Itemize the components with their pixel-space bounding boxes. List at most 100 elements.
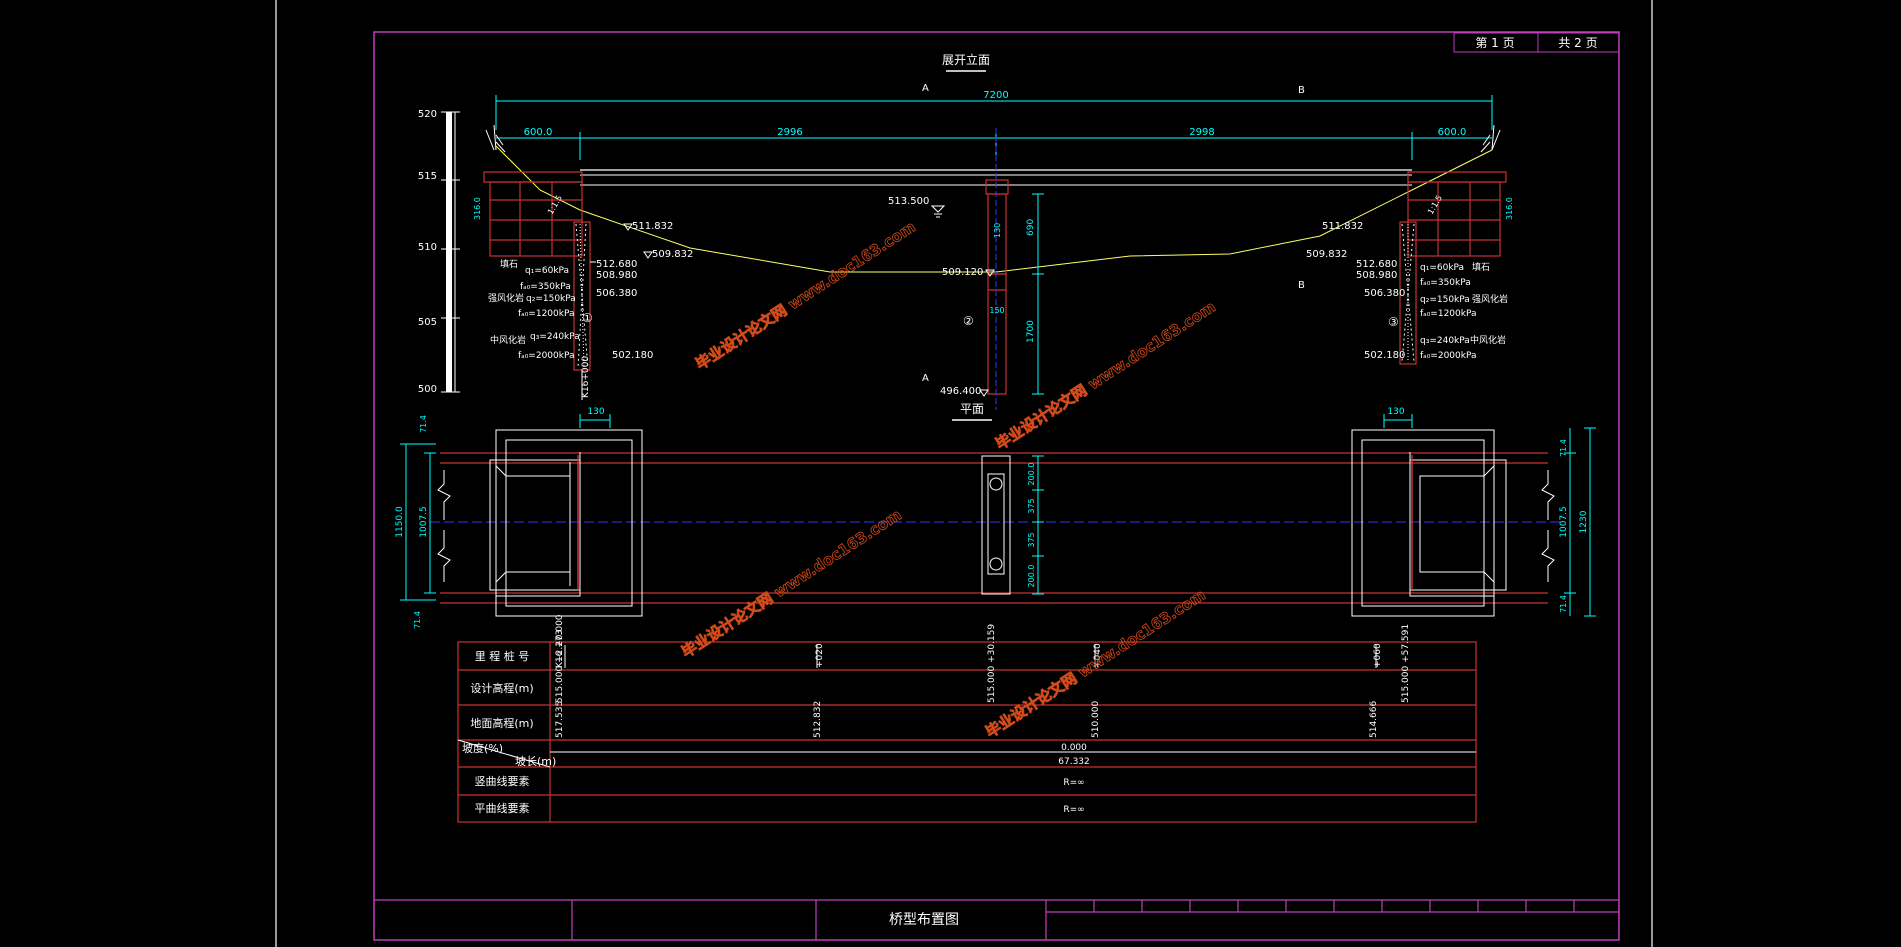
- soil-right-6: fₐ₀=2000kPa: [1420, 351, 1477, 361]
- ground-0: 517.535: [555, 701, 565, 738]
- drawing-border: [373, 31, 1620, 941]
- soil-left-8: q₃=240kPa: [530, 332, 580, 342]
- table-ground: 517.535 512.832 510.000 514.666: [555, 701, 1379, 738]
- dim-abut-h-left: 316.0: [473, 197, 482, 220]
- title-block: [374, 899, 1619, 940]
- plan-edge-left-top: 71.4: [419, 415, 428, 433]
- dim-pile-h: 1700: [1026, 320, 1036, 343]
- overall-dimension: [495, 95, 1493, 160]
- slope-right: 1:1.5: [1426, 194, 1444, 216]
- dim-pile-w: 150: [989, 306, 1004, 315]
- soil-left-3: fₐ₀=350kPa: [520, 282, 571, 292]
- page-total: 共 2 页: [1558, 36, 1597, 50]
- left-elev-e: 506.380: [596, 288, 637, 299]
- water-level: 513.500: [888, 196, 929, 207]
- right-elev-d: 508.980: [1356, 270, 1397, 281]
- right-elevations: 511.832 509.832 512.680 508.980 506.380 …: [1306, 221, 1405, 361]
- left-elev-d: 508.980: [596, 270, 637, 281]
- pier-plan-d: 200.0: [1027, 565, 1036, 588]
- marker-1: ①: [582, 311, 593, 325]
- soil-left-2: q₁=60kPa: [525, 266, 569, 276]
- table-inner-lines: [457, 645, 1476, 768]
- plan-left-dims: [400, 414, 1413, 601]
- left-pile-hatch: [575, 223, 589, 369]
- pier-dimensions: [1032, 193, 1044, 395]
- drawing-title: 桥型布置图: [889, 912, 959, 928]
- plan-right-abutment: [1351, 429, 1507, 617]
- plan-total-right: 1230: [1579, 510, 1589, 533]
- elevation-scale: 520 515 510 505 500: [418, 109, 460, 395]
- dim-span1: 2996: [777, 127, 802, 138]
- soil-right-2: fₐ₀=350kPa: [1420, 278, 1471, 288]
- left-elev-b: 509.832: [652, 249, 693, 260]
- right-elev-c: 512.680: [1356, 259, 1397, 270]
- design-2: 515.000 +57.591: [1401, 624, 1411, 703]
- design-1: 515.000 +30.159: [987, 624, 997, 703]
- dim-left-abut: 600.0: [524, 127, 553, 138]
- row-label-ground: 地面高程(m): [470, 716, 533, 730]
- right-elev-top: 511.832: [1322, 221, 1363, 232]
- plan-break-lines: [437, 470, 1555, 582]
- dim-abut-h-right: 316.0: [1505, 197, 1514, 220]
- plan-title: 平面: [960, 402, 984, 416]
- right-elev-b: 509.832: [1306, 249, 1347, 260]
- right-pile-hatch: [1401, 223, 1415, 363]
- right-embankment: [1480, 124, 1501, 153]
- right-elev-e: 506.380: [1364, 288, 1405, 299]
- soil-left-5: q₂=150kPa: [526, 294, 576, 304]
- dim-right-abut: 600.0: [1438, 127, 1467, 138]
- slope-left: 1:1.5: [546, 194, 564, 216]
- left-elev-top: 511.832: [632, 221, 673, 232]
- scale-tick-500: 500: [418, 384, 437, 395]
- soil-left-9: fₐ₀=2000kPa: [518, 351, 575, 361]
- plan-w-right: 130: [1387, 407, 1404, 417]
- marker-2: ②: [963, 314, 974, 328]
- pile-end-elev: 496.400: [940, 386, 981, 397]
- section-a-bottom: A: [922, 373, 929, 384]
- dim-pier-top: 130: [993, 223, 1002, 238]
- table-row-labels: 里 程 桩 号 设计高程(m) 地面高程(m) 坡度(%) 坡长(m) 竖曲线要…: [462, 649, 556, 815]
- right-elev-f: 502.180: [1364, 350, 1405, 361]
- left-abutment: [483, 171, 591, 371]
- plan-edge-right-top: 71.4: [1559, 439, 1568, 457]
- watermark-3: 毕业设计论文网 www.doc163.com: [678, 506, 904, 662]
- plan-total-left: 1150.0: [395, 506, 405, 538]
- soil-right-1b: 填石: [1472, 261, 1490, 273]
- left-elev-c: 512.680: [596, 259, 637, 270]
- row-label-slope: 坡度(%): [462, 741, 503, 755]
- scale-tick-510: 510: [418, 242, 437, 253]
- plan-left-abutment: [489, 429, 643, 617]
- soil-left-4: 强风化岩: [488, 292, 524, 304]
- center-pier: [985, 179, 1009, 395]
- soil-left-7: 中风化岩: [490, 334, 526, 346]
- plan-w-left: 130: [587, 407, 604, 417]
- plan-deck: [440, 452, 1548, 604]
- pier-plan-a: 200.0: [1027, 463, 1036, 486]
- elevation-title: 展开立面: [942, 52, 990, 67]
- table-slope: 0.000: [1061, 743, 1087, 753]
- left-elevations: 511.832 509.832 512.680 508.980 506.380 …: [596, 221, 693, 361]
- dim-pier-h: 690: [1026, 219, 1036, 236]
- left-embankment: [485, 124, 506, 153]
- row-label-horizontal: 平曲线要素: [475, 801, 530, 815]
- soil-right-1: q₁=60kPa: [1420, 263, 1464, 273]
- station-40: +040: [1093, 643, 1103, 668]
- soil-right-4: fₐ₀=1200kPa: [1420, 309, 1477, 319]
- dim-total: 7200: [983, 90, 1008, 101]
- row-label-station: 里 程 桩 号: [475, 649, 530, 663]
- soil-right-3: q₂=150kPa: [1420, 295, 1470, 305]
- section-b-bottom: B: [1298, 280, 1305, 291]
- table-horizontal: R=∞: [1063, 805, 1084, 815]
- pier-bottom-elev: 509.120: [942, 267, 983, 278]
- left-elev-symbols: [590, 223, 653, 263]
- plan-inner-right: 1007.5: [1559, 506, 1569, 538]
- station-0: K16 +0.000: [555, 614, 565, 668]
- soil-right-5: q₃=240kPa: [1420, 336, 1470, 346]
- soil-notes-right: q₁=60kPa 填石 fₐ₀=350kPa q₂=150kPa 强风化岩 fₐ…: [1420, 261, 1508, 361]
- marker-3: ③: [1388, 315, 1399, 329]
- design-0: 515.000 +2.273: [555, 630, 565, 703]
- left-elev-f: 502.180: [612, 350, 653, 361]
- station-label: K16+000: [581, 356, 591, 398]
